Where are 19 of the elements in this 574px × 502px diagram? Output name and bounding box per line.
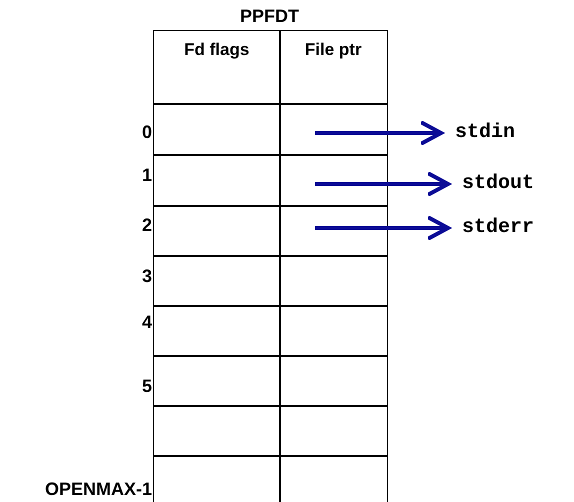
table-header-cell: Fd flags [153, 30, 280, 104]
stream-name: stderr [448, 216, 534, 240]
row-index: 1 [142, 165, 152, 186]
stream-name: stdout [448, 172, 534, 196]
row-index: 0 [142, 122, 152, 143]
arrow [315, 120, 443, 146]
file-pointer-cell [279, 154, 388, 206]
row-index: OPENMAX-1 [44, 479, 152, 500]
row-index: 4 [142, 312, 152, 333]
stream-name: stdin [441, 121, 516, 145]
row-index: 2 [142, 215, 152, 236]
table-header-cell: File ptr [279, 30, 388, 104]
file-pointer-cell [279, 205, 388, 256]
arrow [315, 215, 450, 241]
row-index: 3 [142, 266, 152, 287]
table-title: PPFDT [238, 6, 300, 27]
arrow [315, 171, 450, 197]
file-pointer-cell [279, 103, 388, 156]
row-index: 5 [142, 376, 152, 397]
